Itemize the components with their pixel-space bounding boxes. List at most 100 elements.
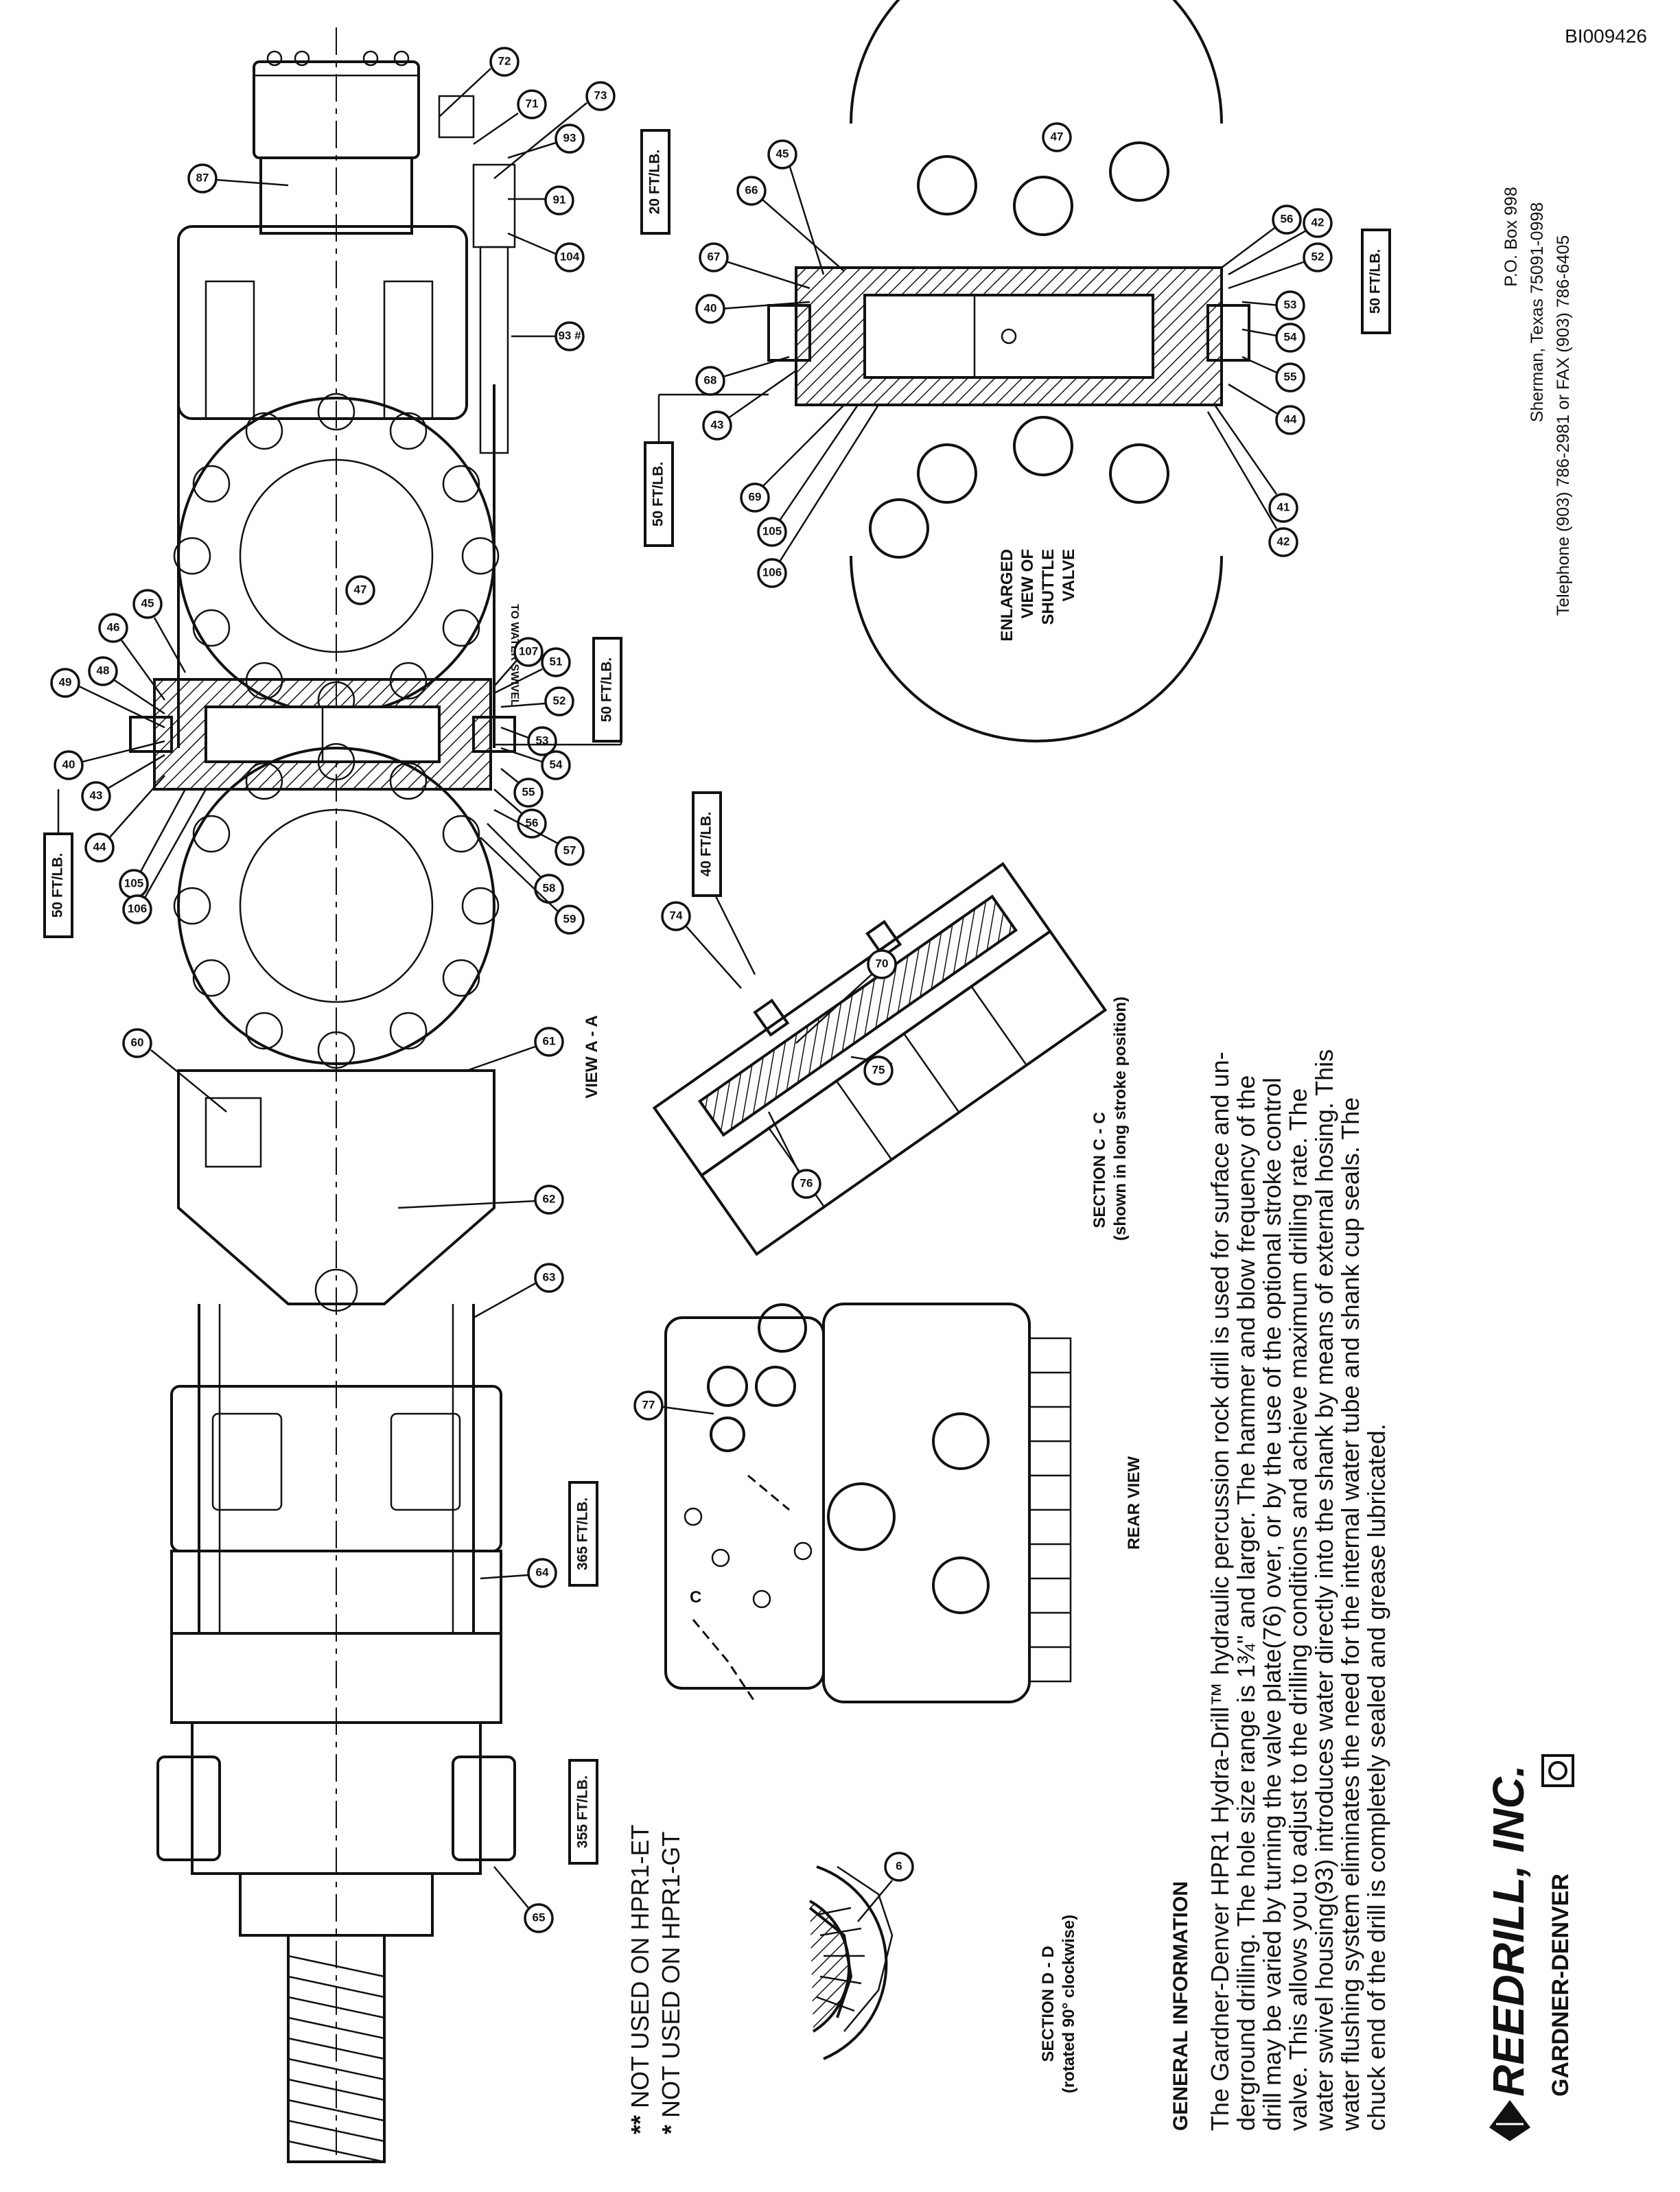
svg-text:54: 54 xyxy=(550,758,563,771)
section-dd-caption: SECTION D - D (rotated 90° clockwise) xyxy=(1039,1915,1078,2093)
torque-box: 20 FT/LB. xyxy=(640,129,670,235)
torque-box: 50 FT/LB. xyxy=(644,441,674,547)
cut-line-c-label: C xyxy=(690,1588,701,1607)
part-bubble: 40 xyxy=(54,740,165,780)
svg-text:45: 45 xyxy=(776,147,789,160)
general-info-line: valve. This allows you to adjust to the … xyxy=(1284,1088,1312,2131)
general-info-line: The Gardner-Denver HPR1 Hydra-Drill™ hyd… xyxy=(1206,1051,1234,2131)
part-bubble: 42 xyxy=(1206,411,1298,557)
svg-text:355 FT/LB.: 355 FT/LB. xyxy=(575,1775,591,1848)
general-info-line: chuck end of the drill is completely sea… xyxy=(1362,1423,1390,2131)
torque-specs-main: 20 FT/LB. 50 FT/LB. 50 FT/LB. 365 FT/LB.… xyxy=(43,129,670,1865)
document-id: BI009426 xyxy=(1565,25,1647,47)
svg-text:87: 87 xyxy=(196,171,209,184)
svg-text:57: 57 xyxy=(563,843,576,856)
svg-text:47: 47 xyxy=(354,583,367,596)
part-bubble: 57 xyxy=(493,808,585,866)
svg-text:104: 104 xyxy=(560,250,580,263)
svg-text:77: 77 xyxy=(642,1398,655,1411)
part-bubble: 45 xyxy=(132,589,187,673)
part-bubble: 64 xyxy=(480,1558,557,1588)
svg-text:76: 76 xyxy=(800,1176,813,1189)
svg-text:63: 63 xyxy=(543,1270,556,1283)
part-bubble: 56 xyxy=(1221,205,1302,268)
part-bubble: 44 xyxy=(84,775,165,863)
part-bubble: 44 xyxy=(1228,383,1305,435)
svg-text:VALVE: VALVE xyxy=(1060,549,1078,601)
svg-text:50 FT/LB.: 50 FT/LB. xyxy=(50,853,66,918)
svg-text:53: 53 xyxy=(1284,298,1297,311)
legend-notes: ** NOT USED ON HPR1-ET * NOT USED ON HPR… xyxy=(626,1825,685,2134)
part-bubble: 51 xyxy=(493,647,571,695)
torque-box: 365 FT/LB. xyxy=(568,1481,598,1587)
part-bubble: 54 xyxy=(1241,323,1305,353)
general-info-line: water swivel housing(93) introduces wate… xyxy=(1310,1049,1338,2132)
svg-text:66: 66 xyxy=(745,183,758,196)
svg-text:58: 58 xyxy=(543,881,556,894)
part-bubble: 91 xyxy=(508,185,574,215)
svg-text:6: 6 xyxy=(896,1859,902,1872)
part-bubble: 74 xyxy=(661,901,742,989)
torque-box: 40 FT/LB. xyxy=(692,791,722,897)
svg-text:43: 43 xyxy=(90,789,103,802)
svg-text:93: 93 xyxy=(563,131,576,144)
svg-text:69: 69 xyxy=(749,490,762,503)
torque-box: 355 FT/LB. xyxy=(568,1759,598,1865)
part-bubble: 105 xyxy=(757,404,859,547)
svg-text:50 FT/LB.: 50 FT/LB. xyxy=(599,657,615,723)
part-bubble: 66 xyxy=(736,176,845,272)
part-bubble: 53 xyxy=(1241,290,1305,320)
part-bubble: 72 xyxy=(439,47,520,117)
part-bubble: 55 xyxy=(500,768,544,808)
svg-text:365 FT/LB.: 365 FT/LB. xyxy=(575,1497,591,1570)
part-bubble: 69 xyxy=(740,404,845,513)
company-name: REEDRILL, INC. xyxy=(1484,1764,1533,2097)
part-bubble: 77 xyxy=(633,1390,714,1421)
torque-box: 50 FT/LB. xyxy=(592,637,622,743)
company-address: P.O. Box 998 Sherman, Texas 75091-0998 T… xyxy=(1502,187,1573,616)
part-bubble: 76 xyxy=(767,1111,821,1199)
general-info-heading: GENERAL INFORMATION xyxy=(1169,1881,1192,2131)
part-callouts-rear: 77 xyxy=(633,1390,714,1421)
company-division: GARDNER-DENVER xyxy=(1548,1874,1574,2097)
part-bubble: 73 xyxy=(493,81,616,179)
part-bubble: 60 xyxy=(122,1028,227,1112)
svg-text:20 FT/LB.: 20 FT/LB. xyxy=(647,150,663,215)
part-bubble: 71 xyxy=(473,89,547,145)
svg-text:70: 70 xyxy=(876,957,889,970)
view-aa-label: VIEW A - A xyxy=(583,1015,601,1098)
svg-text:73: 73 xyxy=(594,89,607,102)
svg-text:50 FT/LB.: 50 FT/LB. xyxy=(651,462,666,527)
reedrill-swoosh-icon xyxy=(1489,2100,1530,2141)
svg-text:93 #: 93 # xyxy=(558,329,581,342)
svg-text:(rotated 90° clockwise): (rotated 90° clockwise) xyxy=(1060,1915,1078,2093)
part-bubble: 40 xyxy=(695,294,810,324)
svg-text:107: 107 xyxy=(519,644,538,657)
part-bubble: 65 xyxy=(493,1866,554,1933)
svg-text:45: 45 xyxy=(141,596,154,609)
general-info-line: derground drilling. The hole size range … xyxy=(1232,1075,1260,2131)
svg-text:SHUTTLE: SHUTTLE xyxy=(1039,549,1058,625)
svg-text:41: 41 xyxy=(1277,500,1290,513)
svg-text:Sherman, Texas 75091-0998: Sherman, Texas 75091-0998 xyxy=(1528,202,1547,423)
torque-specs-enlarged: 50 FT/LB. 50 FT/LB. xyxy=(644,229,1391,547)
part-bubble: 67 xyxy=(699,242,810,290)
svg-text:44: 44 xyxy=(93,840,106,853)
part-bubble: 106 xyxy=(757,404,880,588)
part-bubble: 56 xyxy=(493,789,547,839)
svg-text:52: 52 xyxy=(553,694,566,707)
enlarged-view-caption: ENLARGED VIEW OF SHUTTLE VALVE xyxy=(998,549,1078,642)
svg-text:64: 64 xyxy=(536,1565,549,1578)
svg-text:72: 72 xyxy=(498,54,511,67)
part-bubble: 45 xyxy=(767,139,825,275)
part-bubble: 63 xyxy=(473,1263,564,1319)
part-bubble: 75 xyxy=(850,1056,894,1086)
part-callouts-main: 72 71 73 87 93 91 104 93 # 47 45 46 48 4… xyxy=(50,47,616,1933)
svg-text:SECTION C - C: SECTION C - C xyxy=(1090,1112,1109,1228)
svg-text:(shown in long stroke position: (shown in long stroke position) xyxy=(1111,996,1130,1241)
svg-text:106: 106 xyxy=(128,902,147,915)
part-bubble: 93 xyxy=(507,124,585,159)
svg-text:49: 49 xyxy=(59,675,72,688)
svg-text:40: 40 xyxy=(62,758,75,771)
svg-text:VIEW OF: VIEW OF xyxy=(1018,549,1037,618)
